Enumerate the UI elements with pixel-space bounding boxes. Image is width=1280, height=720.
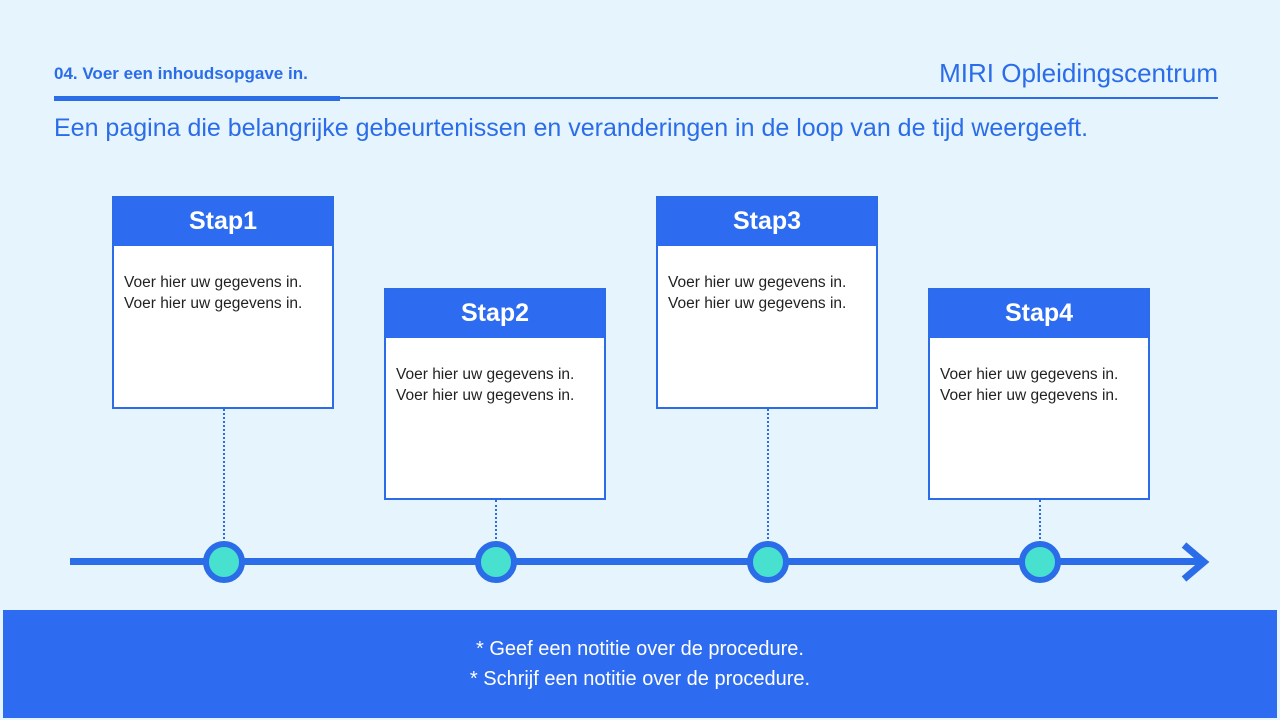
connector-1 <box>223 409 225 543</box>
step-text-line: Voer hier uw gegevens in. <box>668 295 847 312</box>
step-text-line: Voer hier uw gegevens in. <box>668 274 847 291</box>
footer-notes: * Geef een notitie over de procedure. * … <box>3 610 1277 718</box>
header-rule-accent <box>54 96 340 101</box>
header-rule <box>54 97 1218 99</box>
step-title: Stap2 <box>386 290 604 338</box>
step-text-line: Voer hier uw gegevens in. <box>396 366 575 383</box>
step-text-line: Voer hier uw gegevens in. <box>396 387 575 404</box>
step-title: Stap1 <box>114 198 332 246</box>
timeline-node-4 <box>1019 541 1061 583</box>
step-card-1: Stap1 Voer hier uw gegevens in. Voer hie… <box>112 196 334 409</box>
arrow-right-icon <box>1181 542 1210 582</box>
timeline-axis <box>70 558 1200 565</box>
section-label: 04. Voer een inhoudsopgave in. <box>54 64 308 83</box>
timeline-node-2 <box>475 541 517 583</box>
step-body: Voer hier uw gegevens in. Voer hier uw g… <box>658 246 876 314</box>
connector-3 <box>767 409 769 543</box>
timeline-node-1 <box>203 541 245 583</box>
step-body: Voer hier uw gegevens in. Voer hier uw g… <box>930 338 1148 406</box>
step-text-line: Voer hier uw gegevens in. <box>940 387 1119 404</box>
step-text-line: Voer hier uw gegevens in. <box>940 366 1119 383</box>
step-card-3: Stap3 Voer hier uw gegevens in. Voer hie… <box>656 196 878 409</box>
timeline-node-3 <box>747 541 789 583</box>
step-text-line: Voer hier uw gegevens in. <box>124 274 303 291</box>
page-subtitle: Een pagina die belangrijke gebeurtenisse… <box>54 114 1089 142</box>
step-card-4: Stap4 Voer hier uw gegevens in. Voer hie… <box>928 288 1150 500</box>
step-card-2: Stap2 Voer hier uw gegevens in. Voer hie… <box>384 288 606 500</box>
connector-2 <box>495 500 497 543</box>
brand-name: MIRI Opleidingscentrum <box>939 58 1218 88</box>
step-body: Voer hier uw gegevens in. Voer hier uw g… <box>386 338 604 406</box>
footer-note: * Schrijf een notitie over de procedure. <box>469 668 811 690</box>
footer-note: * Geef een notitie over de procedure. <box>476 638 804 660</box>
connector-4 <box>1039 500 1041 543</box>
step-body: Voer hier uw gegevens in. Voer hier uw g… <box>114 246 332 314</box>
step-title: Stap4 <box>930 290 1148 338</box>
step-text-line: Voer hier uw gegevens in. <box>124 295 303 312</box>
step-title: Stap3 <box>658 198 876 246</box>
